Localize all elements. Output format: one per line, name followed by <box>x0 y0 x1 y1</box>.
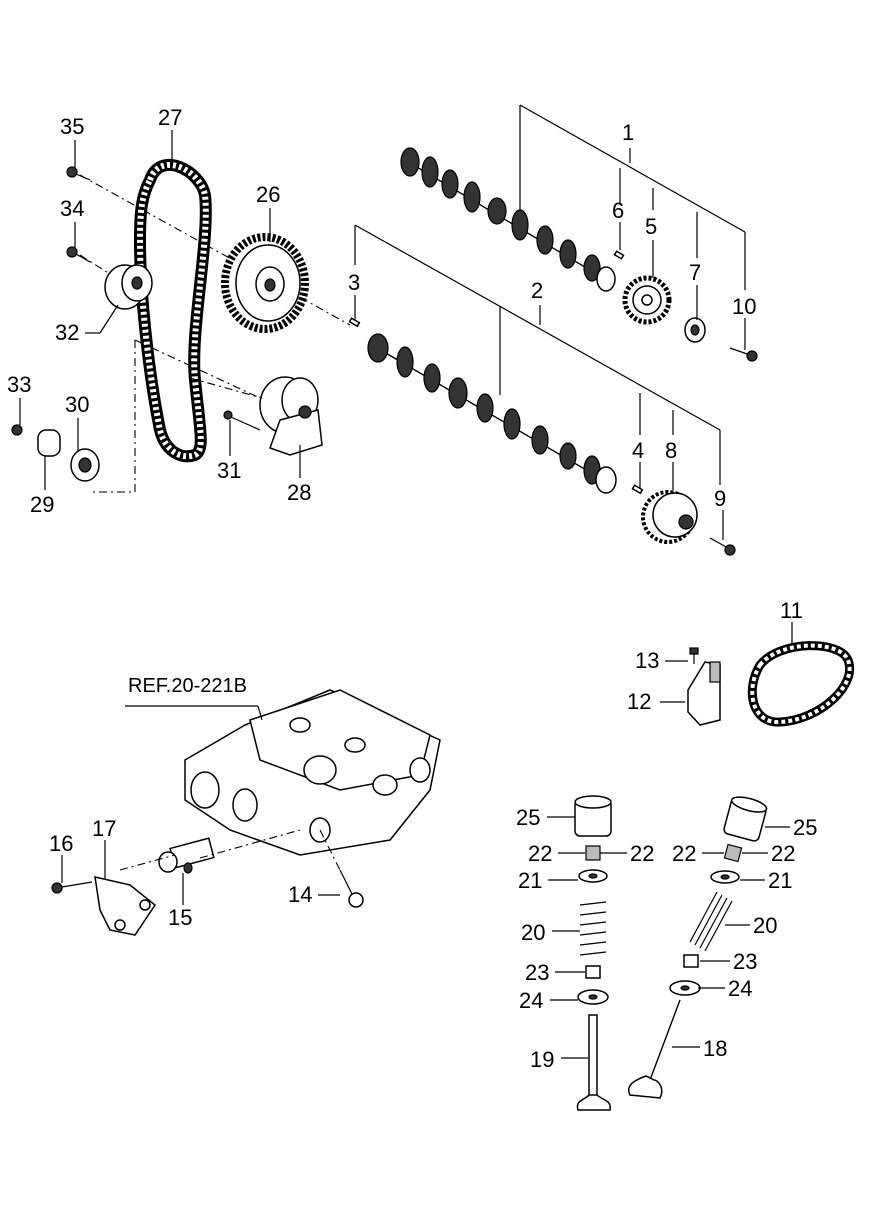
callout-11: 11 <box>780 598 803 623</box>
valve-train-right <box>628 796 768 1099</box>
callout-22-a: 22 <box>528 841 552 866</box>
bolt-13 <box>689 647 699 664</box>
idler-pulley <box>104 264 153 310</box>
callout-4: 4 <box>632 438 644 463</box>
camshaft-exhaust <box>367 333 617 494</box>
cylinder-head <box>184 689 441 856</box>
callout-27: 27 <box>158 105 182 130</box>
callout-31: 31 <box>217 458 241 483</box>
ref-leader-2 <box>257 705 263 721</box>
spring-set <box>11 424 100 482</box>
callout-22-d: 22 <box>771 841 795 866</box>
callout-7: 7 <box>689 260 701 285</box>
valve-train-left <box>574 795 612 1111</box>
callout-8: 8 <box>665 438 677 463</box>
callout-6: 6 <box>612 198 624 223</box>
callout-13: 13 <box>635 648 659 673</box>
callout-20-left: 20 <box>521 920 545 945</box>
bolt-34 <box>66 246 91 263</box>
callout-34: 34 <box>60 196 84 221</box>
callout-1: 1 <box>622 120 634 145</box>
callout-29: 29 <box>30 492 54 517</box>
callout-24-left: 24 <box>519 988 543 1013</box>
callout-21-left: 21 <box>518 868 542 893</box>
callout-22-c: 22 <box>672 841 696 866</box>
callout-20-right: 20 <box>753 913 777 938</box>
washer <box>684 317 706 343</box>
bolt-35 <box>66 166 91 181</box>
leader-lines <box>19 104 793 1059</box>
callout-25-left: 25 <box>516 805 540 830</box>
callout-19: 19 <box>530 1047 554 1072</box>
callout-14: 14 <box>288 882 312 907</box>
callout-32: 32 <box>55 320 79 345</box>
callout-15: 15 <box>168 905 192 930</box>
callout-9: 9 <box>714 486 726 511</box>
callout-35: 35 <box>60 114 84 139</box>
callout-21-right: 21 <box>768 868 792 893</box>
camshaft-pulley <box>221 233 309 333</box>
bolt <box>729 347 758 362</box>
sensor-bracket <box>94 876 157 936</box>
timing-belt <box>133 158 212 463</box>
bolt-16 <box>51 881 93 894</box>
timing-chain <box>747 641 855 727</box>
camshaft-intake <box>400 147 616 292</box>
callout-17: 17 <box>92 816 116 841</box>
cvvt-assembly <box>641 490 698 544</box>
cam-sprocket <box>622 275 672 325</box>
axis-line-3 <box>189 377 263 399</box>
dowel-pin-3 <box>631 484 644 495</box>
callout-3: 3 <box>348 270 360 295</box>
bolt-2 <box>709 537 736 556</box>
chain-tensioner <box>687 661 721 726</box>
callout-22-b: 22 <box>630 841 654 866</box>
bolt-14 <box>319 829 364 908</box>
callout-18: 18 <box>703 1036 727 1061</box>
callout-28: 28 <box>287 480 311 505</box>
reference-label: REF.20-221B <box>128 675 247 697</box>
bolt-31 <box>223 410 261 431</box>
callout-33: 33 <box>7 372 31 397</box>
callout-23-right: 23 <box>733 949 757 974</box>
callout-25-right: 25 <box>793 815 817 840</box>
dowel-pin-2 <box>348 317 361 328</box>
cam-sensor <box>158 837 215 874</box>
callout-5: 5 <box>645 214 657 239</box>
callout-10: 10 <box>732 294 756 319</box>
callout-16: 16 <box>49 831 73 856</box>
callout-24-right: 24 <box>728 976 752 1001</box>
callout-23-left: 23 <box>525 960 549 985</box>
callout-30: 30 <box>65 392 89 417</box>
axis-line-5 <box>134 339 261 399</box>
axis-line-4 <box>90 340 136 493</box>
callout-12: 12 <box>627 689 651 714</box>
callout-2: 2 <box>531 278 543 303</box>
dowel-pin <box>613 250 625 260</box>
belt-tensioner <box>259 376 323 456</box>
callout-26: 26 <box>256 182 280 207</box>
callout-labels: 1 2 3 4 5 6 7 8 9 10 11 12 13 14 15 16 1… <box>7 105 817 1072</box>
